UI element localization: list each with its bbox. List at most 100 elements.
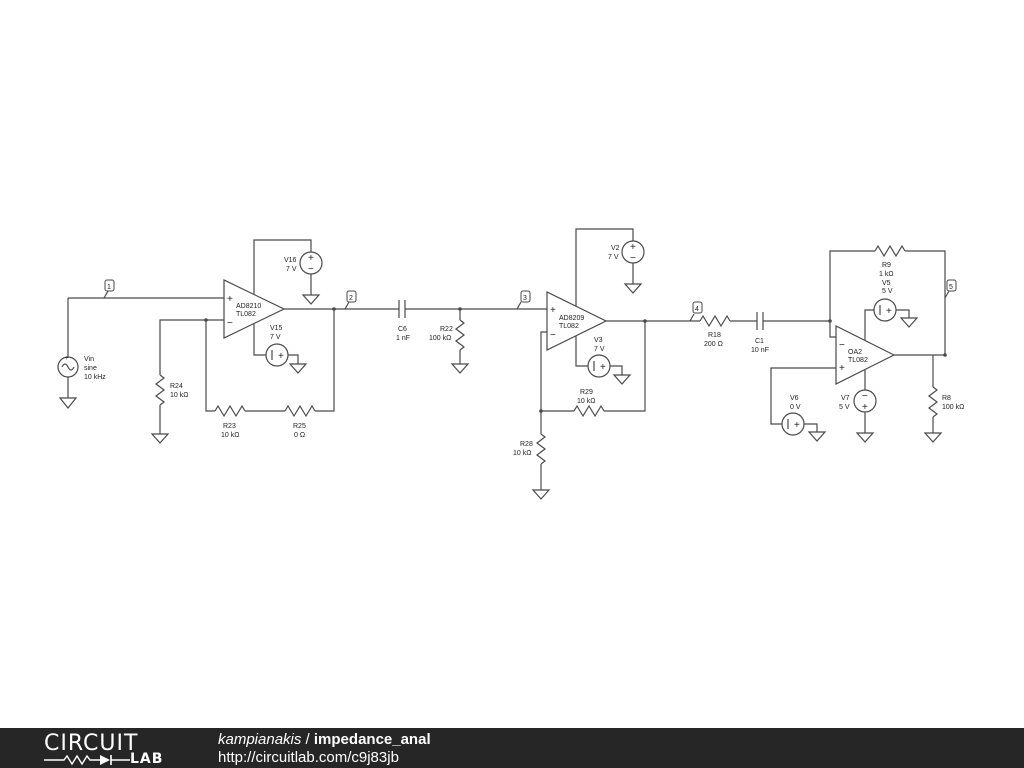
v3-name: V3 <box>594 337 603 344</box>
opamp2-name: AD8209 <box>559 315 584 322</box>
vin-plus-sign: + <box>65 356 69 362</box>
resistor-r24[interactable] <box>156 375 164 405</box>
node-tag-2[interactable]: 2 <box>345 291 356 309</box>
v5-name: V5 <box>882 280 891 287</box>
r24-value: 10 kΩ <box>170 392 188 399</box>
svg-text:+: + <box>862 402 868 413</box>
svg-text:−: − <box>630 253 636 264</box>
ground-icon <box>614 375 630 384</box>
v3-value: 7 V <box>594 346 605 353</box>
resistor-r25[interactable] <box>285 406 315 416</box>
v7-name: V7 <box>841 395 850 402</box>
resistor-r23[interactable] <box>215 406 245 416</box>
svg-text:+: + <box>308 253 314 264</box>
r28-name: R28 <box>520 441 533 448</box>
svg-text:1: 1 <box>107 284 111 291</box>
v2-source[interactable]: + − <box>622 241 644 264</box>
circuitlab-logo[interactable]: CIRCUIT LAB <box>44 731 184 767</box>
r29-name: R29 <box>580 389 593 396</box>
svg-text:3: 3 <box>523 295 527 302</box>
vin-name: Vin <box>84 356 94 363</box>
capacitor-c1[interactable] <box>757 312 763 330</box>
ground-icon <box>152 434 168 443</box>
svg-text:+: + <box>839 363 845 374</box>
node-tag-4[interactable]: 4 <box>690 302 702 321</box>
svg-text:+: + <box>886 306 892 317</box>
title-separator: / <box>301 731 314 748</box>
svg-text:4: 4 <box>695 306 699 313</box>
node-tag-5[interactable]: 5 <box>945 280 956 298</box>
r22-value: 100 kΩ <box>429 335 451 342</box>
r22-name: R22 <box>440 326 453 333</box>
r25-name: R25 <box>293 423 306 430</box>
opamp1-minus: − <box>227 318 233 329</box>
svg-text:−: − <box>550 330 556 341</box>
r28-value: 10 kΩ <box>513 450 531 457</box>
vin-type: sine <box>84 365 97 372</box>
capacitor-c6[interactable] <box>399 300 405 318</box>
svg-text:5: 5 <box>949 284 953 291</box>
vin-source[interactable]: + <box>58 298 78 408</box>
opamp1-model: TL082 <box>236 311 256 318</box>
ground-icon <box>60 398 76 408</box>
v6-source[interactable]: + <box>782 413 804 435</box>
ground-icon <box>901 318 917 327</box>
c1-name: C1 <box>755 338 764 345</box>
resistor-r28[interactable] <box>537 434 545 464</box>
c1-value: 10 nF <box>751 347 769 354</box>
opamp2-model: TL082 <box>559 323 579 330</box>
c6-name: C6 <box>398 326 407 333</box>
resistor-diode-icon <box>44 753 130 767</box>
ground-icon <box>925 433 941 442</box>
author-name[interactable]: kampianakis <box>218 731 301 748</box>
v5-source[interactable]: + <box>874 299 896 321</box>
schematic-canvas[interactable]: + Vin sine 10 kHz 1 + − AD8210 TL082 + −… <box>0 0 1024 728</box>
node-tag-3[interactable]: 3 <box>517 291 530 309</box>
svg-text:−: − <box>839 340 845 351</box>
svg-text:+: + <box>278 351 284 362</box>
ground-icon <box>533 490 549 499</box>
v2-name: V2 <box>611 245 620 252</box>
opamp1-name: AD8210 <box>236 303 261 310</box>
resistor-r8[interactable] <box>929 387 937 417</box>
ground-icon <box>625 284 641 293</box>
v16-source[interactable]: + − <box>300 252 322 275</box>
ground-icon <box>452 364 468 373</box>
c6-value: 1 nF <box>396 335 410 342</box>
opamp3-name: OA2 <box>848 349 862 356</box>
vin-freq: 10 kHz <box>84 374 106 381</box>
ground-icon <box>857 433 873 442</box>
r8-name: R8 <box>942 395 951 402</box>
v6-value: 0 V <box>790 404 801 411</box>
v15-source[interactable]: + <box>266 344 288 366</box>
v6-name: V6 <box>790 395 799 402</box>
circuit-url[interactable]: http://circuitlab.com/c9j83jb <box>218 749 431 767</box>
opamp1-plus: + <box>227 294 233 305</box>
circuit-title[interactable]: impedance_anal <box>314 731 431 748</box>
v2-value: 7 V <box>608 254 619 261</box>
r8-value: 100 kΩ <box>942 404 964 411</box>
ground-icon <box>809 432 825 441</box>
r23-value: 10 kΩ <box>221 432 239 439</box>
v16-name: V16 <box>284 257 297 264</box>
ground-icon <box>290 364 306 373</box>
v7-source[interactable]: − + <box>854 390 876 413</box>
resistor-r9[interactable] <box>875 246 905 256</box>
r24-name: R24 <box>170 383 183 390</box>
r18-value: 200 Ω <box>704 341 723 348</box>
opamp3-model: TL082 <box>848 357 868 364</box>
svg-text:−: − <box>308 264 314 275</box>
svg-text:+: + <box>550 305 556 316</box>
r23-name: R23 <box>223 423 236 430</box>
svg-text:+: + <box>794 420 800 431</box>
footer-bar: CIRCUIT LAB kampianakis / impedance_anal… <box>0 728 1024 768</box>
resistor-r29[interactable] <box>574 406 604 416</box>
node-tag-1[interactable]: 1 <box>104 280 114 298</box>
r9-value: 1 kΩ <box>879 271 894 278</box>
resistor-r18[interactable] <box>700 316 730 326</box>
svg-text:2: 2 <box>349 295 353 302</box>
resistor-r22[interactable] <box>456 320 464 350</box>
v15-value: 7 V <box>270 334 281 341</box>
v3-source[interactable]: + <box>588 355 610 377</box>
logo-lab-text: LAB <box>130 751 163 767</box>
